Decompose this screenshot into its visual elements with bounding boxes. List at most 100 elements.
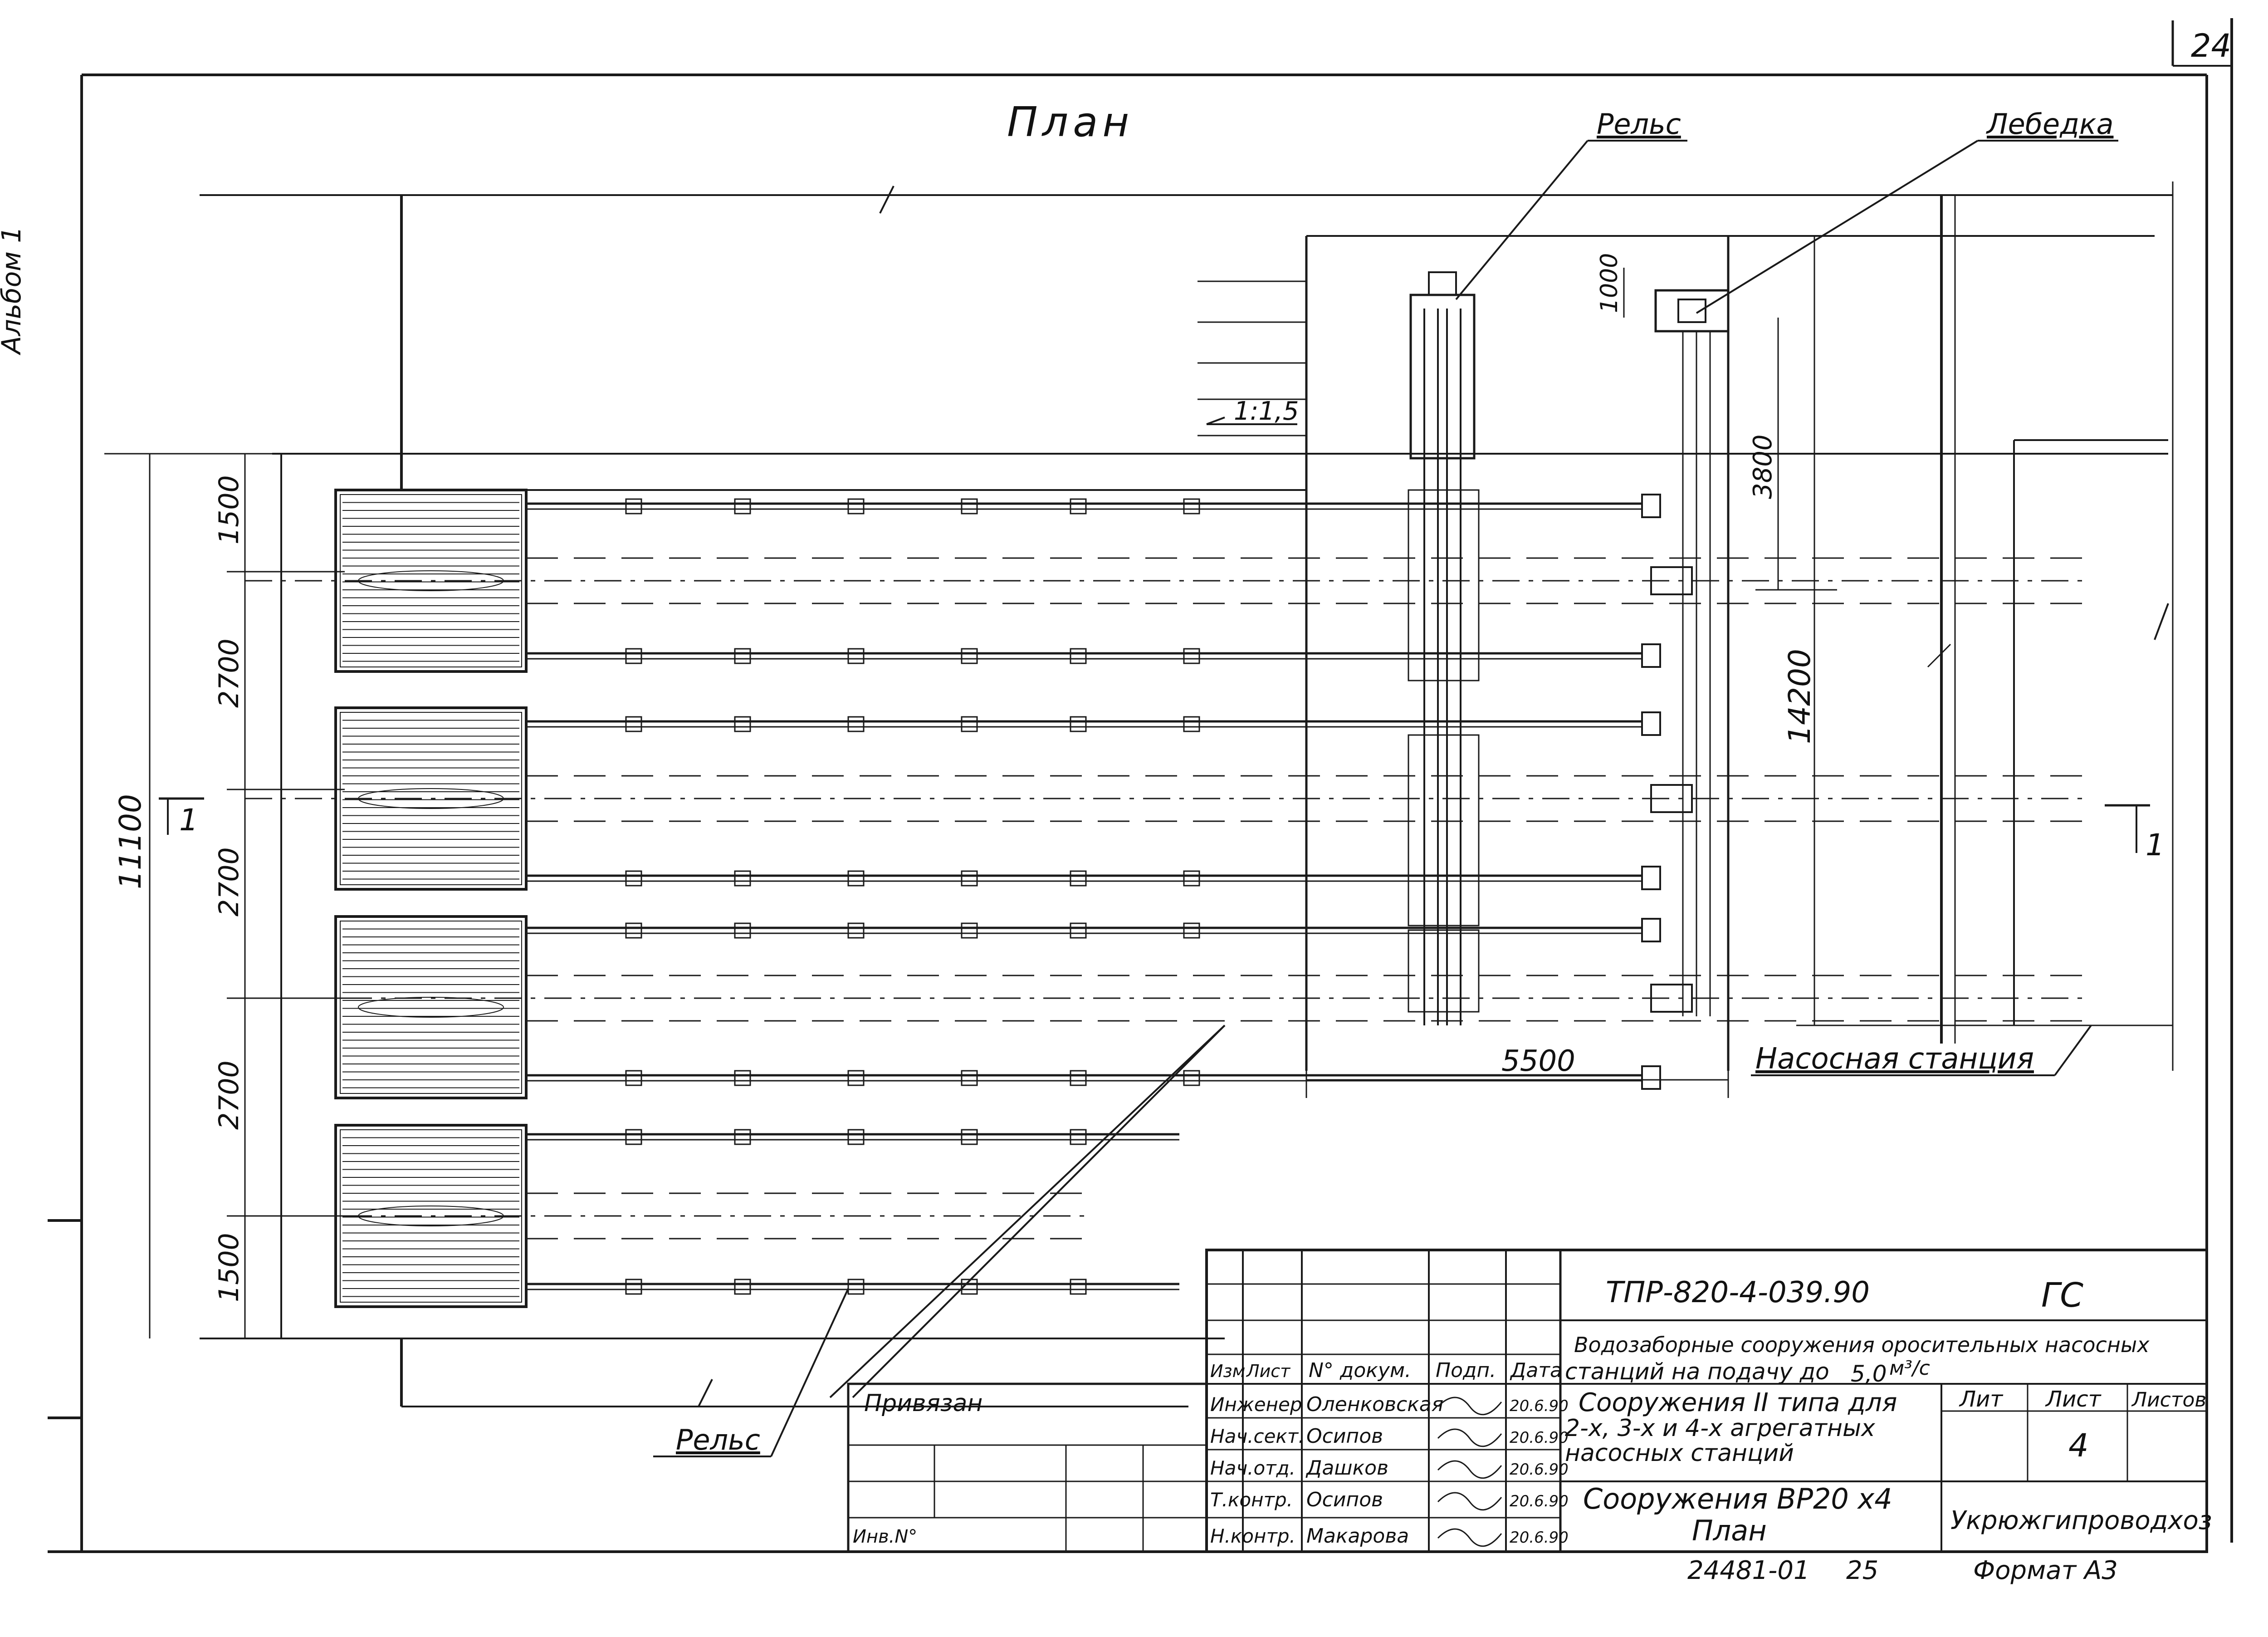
doc-code: ТПР-820-4-039.90: [1606, 1276, 1870, 1309]
inv-label: Инв.N°: [853, 1526, 917, 1547]
trash-screen: [334, 915, 528, 1099]
lower-slope: [852, 1024, 1226, 1398]
winch-label: Лебедка: [1986, 108, 2113, 141]
dim-overall: 11100: [113, 794, 148, 889]
dim-station-height: 14200: [1782, 649, 1817, 744]
dim-winch-offset: 1000: [1596, 253, 1623, 313]
col-izm: Изм: [1210, 1361, 1245, 1381]
signature-row: Т.контр. Осипов 20.6.90: [1210, 1488, 1569, 1511]
rail-crane: [1408, 271, 1480, 1025]
signature-scribble: [1437, 1528, 1502, 1547]
sig-name: Оленковская: [1306, 1393, 1443, 1416]
dim-3: 2700: [213, 847, 245, 917]
trash-screen: [334, 1124, 528, 1308]
col-sign: Подп.: [1436, 1359, 1496, 1382]
intake-pipe: [526, 643, 1661, 668]
dim-1: 1500: [213, 475, 245, 544]
col-list: Лист: [1246, 1361, 1291, 1381]
leaders: Рельс Лебедка Рельс Насосная станция: [653, 108, 2118, 1457]
dim-2: 2700: [213, 638, 245, 708]
suction-line: [245, 975, 2087, 1022]
signature-row: Н.контр. Макарова 20.6.90: [1210, 1524, 1569, 1548]
sig-date: 20.6.90: [1510, 1429, 1569, 1447]
dimensions: 11100 1500 2700 2700 2700 1500 1 5500 14…: [104, 181, 2174, 1338]
sig-role: Нач.отд.: [1210, 1457, 1295, 1479]
sig-role: Н.контр.: [1210, 1525, 1295, 1547]
project-units: м³/с: [1889, 1357, 1930, 1380]
page-number-box: 24: [2171, 18, 2233, 1543]
sig-date: 20.6.90: [1510, 1529, 1569, 1547]
sig-name: Осипов: [1306, 1488, 1383, 1511]
signature-scribble: [1437, 1428, 1502, 1447]
slope-hatching: 1:1,5: [1198, 280, 1306, 436]
dim-5: 1500: [213, 1233, 245, 1302]
drawing-frame: [48, 74, 2208, 1553]
channel-outline: [272, 195, 2169, 1338]
project-capacity: 5,0: [1851, 1361, 1887, 1387]
sheet-title-2: 2-х, 3-х и 4-х агрегатных: [1565, 1415, 1876, 1442]
lit-header: Лит: [1959, 1387, 2004, 1412]
trash-screen: [334, 706, 528, 891]
page-number: 24: [2191, 27, 2231, 64]
intake-pipe: [526, 866, 1661, 890]
intake-pipe: [526, 1065, 1661, 1090]
winch: [1654, 289, 1730, 1016]
sig-role: Инженер: [1210, 1393, 1302, 1416]
screen-group: [334, 489, 528, 1308]
stage: ГС: [2041, 1276, 2083, 1315]
sig-name: Осипов: [1306, 1425, 1383, 1448]
intake-pipe: [526, 1129, 1179, 1145]
section-marker-right: 1: [2146, 828, 2165, 863]
archive-sheet: 25: [1846, 1556, 1878, 1585]
col-date: Дата: [1510, 1359, 1562, 1382]
signature-scribble: [1437, 1492, 1502, 1511]
intake-pipe: [526, 918, 1661, 942]
intake-pipe: [526, 711, 1661, 736]
signature-scribble: [1437, 1460, 1502, 1479]
sig-date: 20.6.90: [1510, 1461, 1569, 1479]
signature-scribble: [1437, 1397, 1502, 1416]
intake-pipe: [526, 494, 1661, 518]
bound-block: Привязан Инв.N°: [847, 1382, 1208, 1553]
archive-number: 24481-01: [1687, 1556, 1810, 1585]
drawing-title-2: План: [1692, 1514, 1767, 1547]
sheet-title-1: Сооружения II типа для: [1579, 1388, 1897, 1417]
pipe-group: [245, 494, 2087, 1398]
top-boundary: [200, 186, 2173, 1407]
drawing-title-1: Сооружения ВР20 х4: [1583, 1482, 1892, 1515]
format: Формат А3: [1973, 1556, 2118, 1585]
pump-station-label: Насосная станция: [1755, 1042, 2034, 1076]
sig-role: Т.контр.: [1210, 1489, 1293, 1511]
slope-label: 1:1,5: [1234, 397, 1299, 426]
plan-title: План: [1007, 98, 1134, 146]
title-block: ТПР-820-4-039.90 ГС Водозаборные сооруже…: [1205, 1249, 2212, 1553]
dim-station-width: 5500: [1501, 1044, 1575, 1078]
suction-line: [245, 1192, 1089, 1240]
suction-line: [245, 775, 2087, 822]
col-doc: N° докум.: [1309, 1359, 1411, 1382]
bound-label: Привязан: [864, 1390, 982, 1417]
project-title-1: Водозаборные сооружения оросительных нас…: [1574, 1333, 2150, 1357]
sig-name: Макарова: [1306, 1524, 1409, 1548]
sheet-title-3: насосных станций: [1565, 1440, 1794, 1467]
suction-line: [245, 557, 2087, 604]
dim-winch-travel: 3800: [1748, 434, 1778, 499]
organization: Укрюжгипроводхоз: [1950, 1506, 2212, 1535]
sheet-value: 4: [2068, 1427, 2089, 1464]
archive-info: 24481-01 25 Формат А3: [1687, 1556, 2118, 1585]
intake-pipe: [526, 1279, 1179, 1295]
rail-top-label: Рельс: [1597, 108, 1681, 141]
signature-row: Нач.сект.Осипов 20.6.90: [1210, 1425, 1569, 1448]
sig-role: Нач.сект.: [1210, 1425, 1305, 1447]
rail-bottom-label: Рельс: [676, 1423, 760, 1456]
section-marker-left: 1: [179, 803, 198, 838]
sig-date: 20.6.90: [1510, 1492, 1569, 1510]
project-title-2: станций на подачу до: [1565, 1358, 1829, 1385]
sheets-header: Листов: [2131, 1388, 2206, 1412]
sheet-header: Лист: [2045, 1387, 2102, 1412]
album-label: Альбом 1: [0, 226, 27, 356]
